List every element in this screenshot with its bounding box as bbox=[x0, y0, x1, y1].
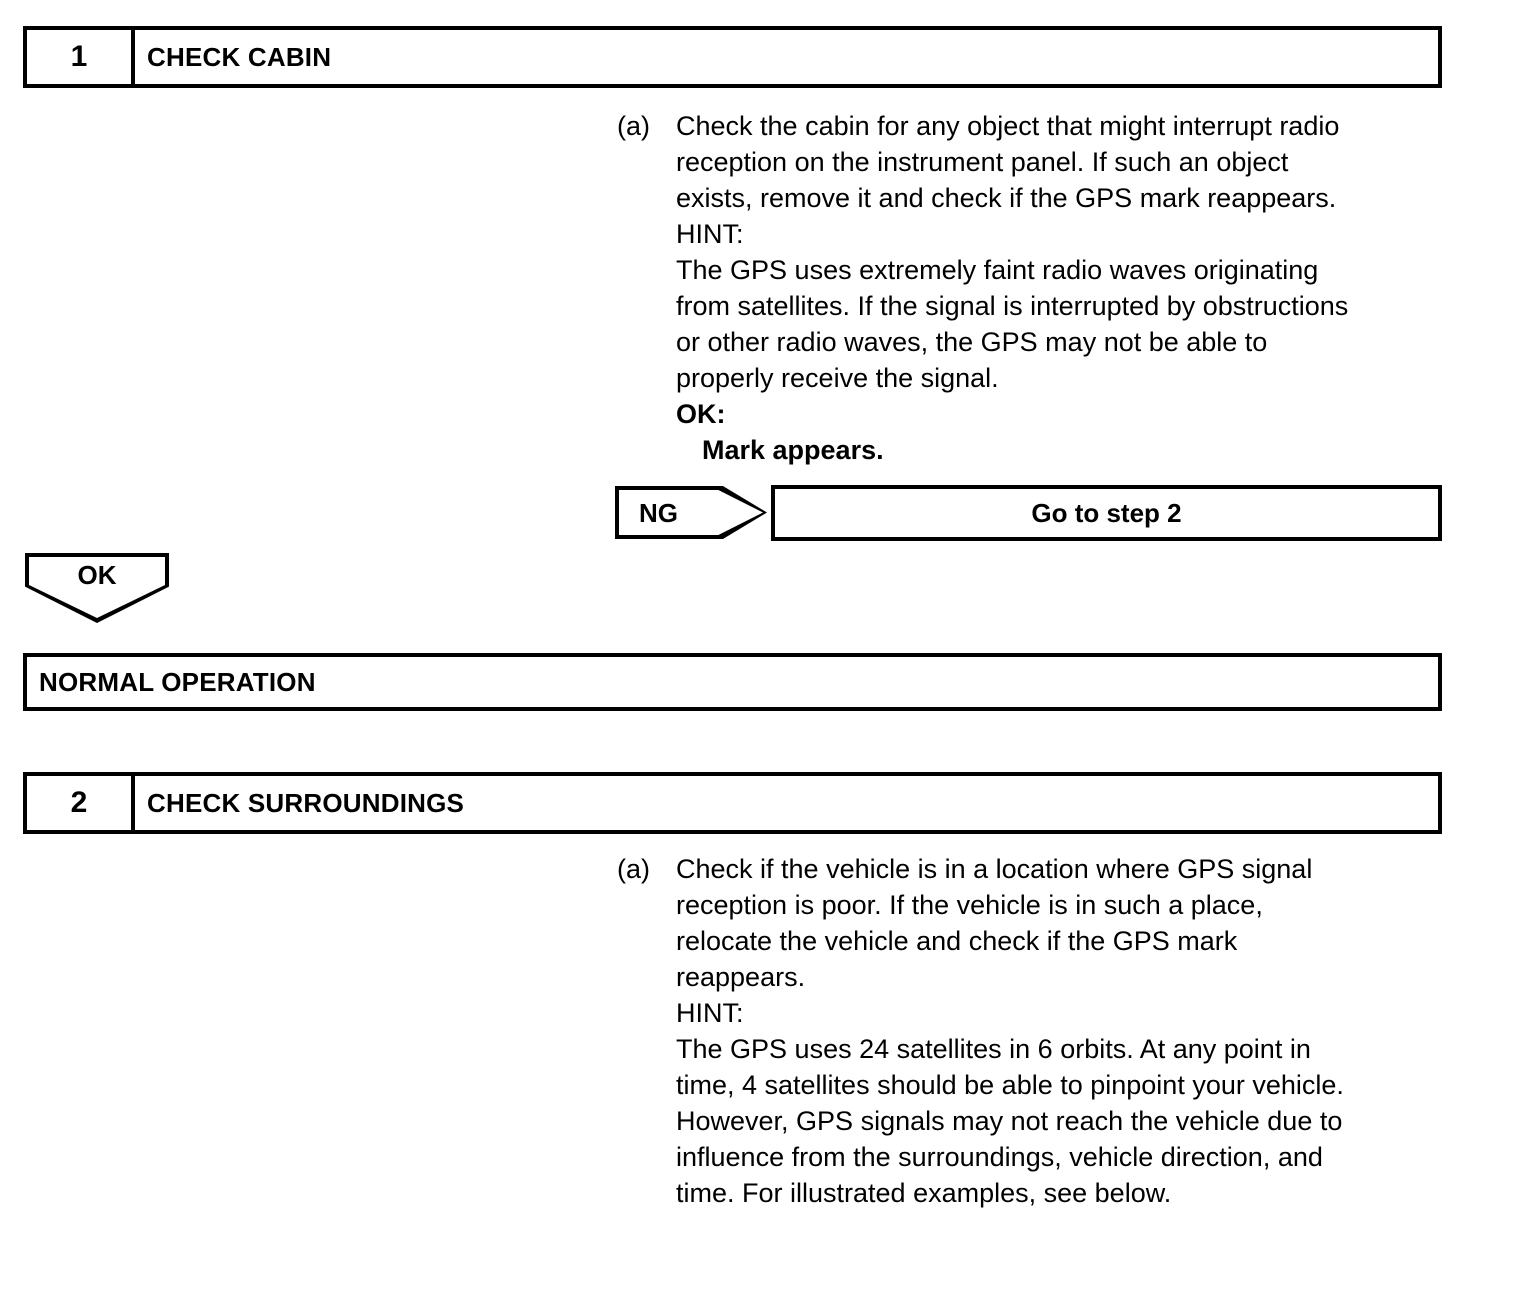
proc-line-ok-label: OK: bbox=[676, 399, 726, 429]
proc-line: However, GPS signals may not reach the v… bbox=[676, 1106, 1343, 1136]
step-2-procedure-a: (a) Check if the vehicle is in a locatio… bbox=[617, 851, 1344, 1211]
proc-line: influence from the surroundings, vehicle… bbox=[676, 1142, 1323, 1172]
proc-line: reception is poor. If the vehicle is in … bbox=[676, 890, 1263, 920]
step-2-number: 2 bbox=[70, 786, 88, 819]
goto-step-2-box[interactable]: Go to step 2 bbox=[771, 485, 1442, 541]
proc-line-ok-criteria: Mark appears. bbox=[702, 435, 884, 465]
step-1-procedure-a-marker: (a) bbox=[617, 111, 650, 141]
step-1-title-cell: CHECK CABIN bbox=[135, 30, 1438, 84]
proc-line: The GPS uses extremely faint radio waves… bbox=[676, 255, 1319, 285]
proc-line: properly receive the signal. bbox=[676, 363, 999, 393]
step-1-procedure-a: (a) Check the cabin for any object that … bbox=[617, 108, 1348, 468]
step-1-title: CHECK CABIN bbox=[147, 42, 332, 72]
proc-line: exists, remove it and check if the GPS m… bbox=[676, 183, 1337, 213]
step-2-procedure-a-marker: (a) bbox=[617, 854, 650, 884]
proc-line-hint-label: HINT: bbox=[676, 998, 744, 1028]
proc-line: The GPS uses 24 satellites in 6 orbits. … bbox=[676, 1034, 1311, 1064]
proc-line: reception on the instrument panel. If su… bbox=[676, 147, 1289, 177]
step-2-number-cell: 2 bbox=[27, 776, 135, 830]
step-1-number-cell: 1 bbox=[27, 30, 135, 84]
proc-line: time, 4 satellites should be able to pin… bbox=[676, 1070, 1344, 1100]
goto-step-2-label: Go to step 2 bbox=[1031, 498, 1182, 528]
step-2-procedure-a-body: Check if the vehicle is in a location wh… bbox=[676, 851, 1344, 1211]
ok-tag-step-1-inner: OK bbox=[29, 557, 165, 618]
normal-operation-label: NORMAL OPERATION bbox=[39, 667, 316, 697]
proc-line: from satellites. If the signal is interr… bbox=[676, 291, 1349, 321]
proc-line: Check the cabin for any object that migh… bbox=[676, 111, 1340, 141]
ng-tag-step-1: NG bbox=[615, 486, 767, 539]
step-1-number: 1 bbox=[70, 40, 88, 73]
ng-tag-step-1-label: NG bbox=[639, 497, 678, 528]
proc-line-hint-label: HINT: bbox=[676, 219, 744, 249]
step-1-header: 1 CHECK CABIN bbox=[23, 26, 1442, 88]
proc-line: reappears. bbox=[676, 962, 806, 992]
proc-line: or other radio waves, the GPS may not be… bbox=[676, 327, 1268, 357]
ng-tag-step-1-inner: NG bbox=[619, 490, 763, 535]
step-2-title: CHECK SURROUNDINGS bbox=[147, 788, 465, 818]
step-2-title-cell: CHECK SURROUNDINGS bbox=[135, 776, 1438, 830]
proc-line: time. For illustrated examples, see belo… bbox=[676, 1178, 1172, 1208]
proc-line: Check if the vehicle is in a location wh… bbox=[676, 854, 1313, 884]
step-1-procedure-a-body: Check the cabin for any object that migh… bbox=[676, 108, 1348, 468]
ok-tag-step-1-label: OK bbox=[77, 560, 117, 590]
ok-tag-step-1: OK bbox=[25, 553, 169, 623]
proc-line: relocate the vehicle and check if the GP… bbox=[676, 926, 1238, 956]
step-2-header: 2 CHECK SURROUNDINGS bbox=[23, 772, 1442, 834]
normal-operation-bar: NORMAL OPERATION bbox=[23, 653, 1442, 711]
